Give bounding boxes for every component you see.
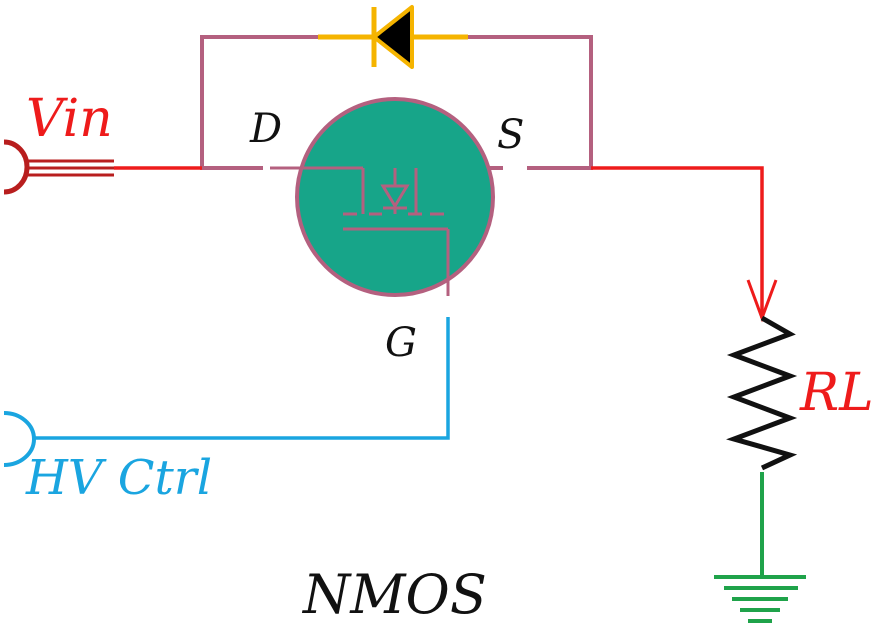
nmos-label: NMOS [301,563,487,626]
gate-wire [34,317,450,440]
resistor-rl [726,315,798,471]
diode-triangle [372,5,414,69]
vin-connector [3,139,114,195]
hv-ctrl-label: HV Ctrl [25,450,212,506]
output-wire [591,166,778,323]
vin-socket [3,139,30,195]
diode-loop-left [200,35,318,170]
vin-label: Vin [26,89,113,149]
drain-label: D [249,106,282,152]
diode-loop-right [468,35,593,170]
diode [318,5,468,69]
gate-label: G [385,320,417,366]
rl-label: RL [799,363,874,423]
hv-ctrl-connector [3,317,450,467]
hv-ctrl-socket [3,411,36,467]
source-label: S [497,112,524,158]
ground-symbol [714,472,806,623]
mosfet-symbol [270,166,450,296]
nmos-transistor [270,97,495,297]
